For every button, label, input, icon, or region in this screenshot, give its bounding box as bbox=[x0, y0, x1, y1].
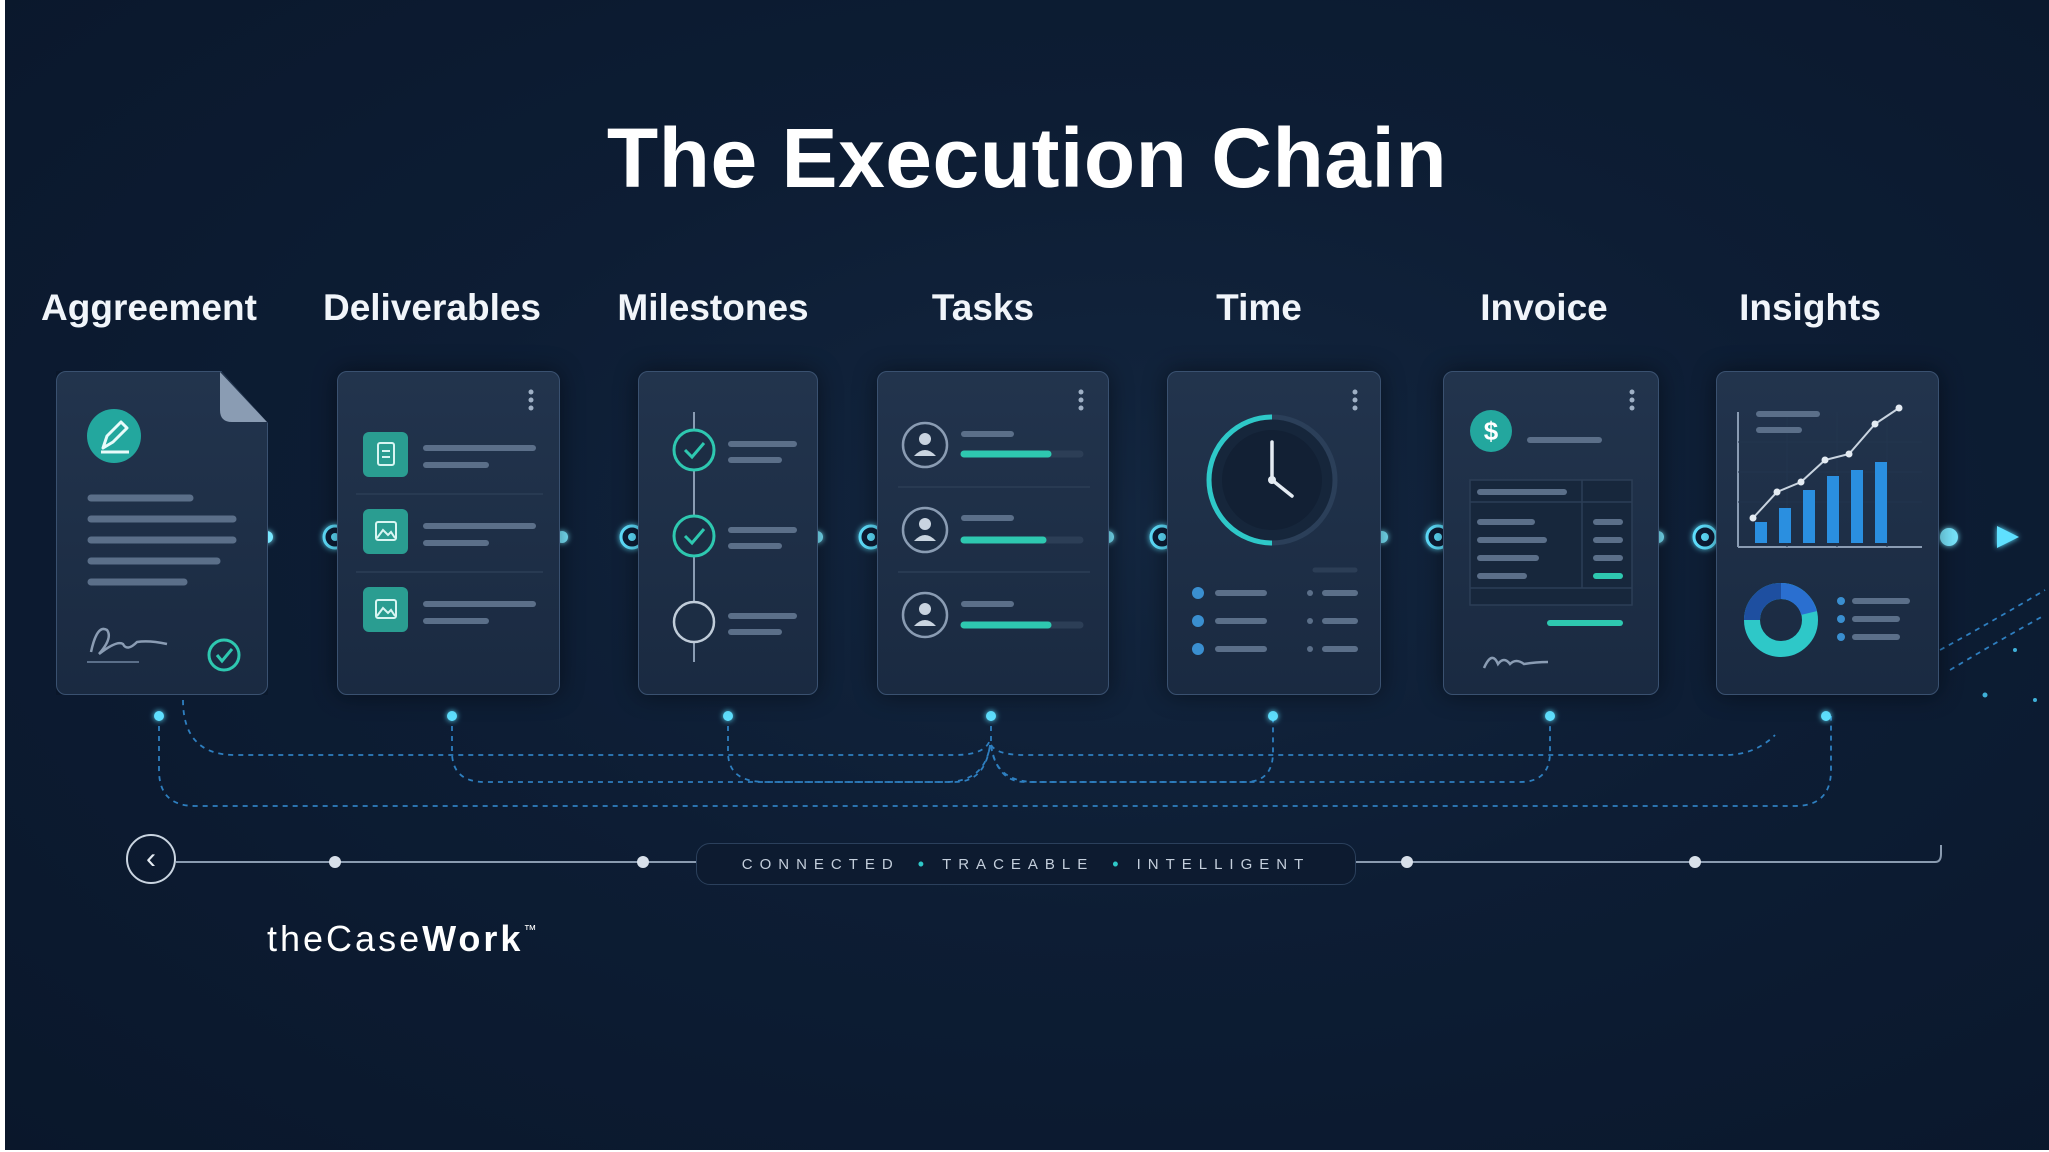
card-tasks bbox=[877, 371, 1109, 695]
brand-prefix: the bbox=[267, 918, 327, 959]
stage-label-agreement: Aggreement bbox=[41, 287, 257, 328]
pen-icon bbox=[87, 409, 141, 463]
tagline-separator-2: • bbox=[1112, 853, 1119, 874]
signature-mark bbox=[89, 627, 168, 655]
card-deliverables bbox=[337, 371, 560, 695]
user-icon bbox=[901, 421, 949, 469]
card-milestones bbox=[638, 371, 818, 695]
dollar-icon: $ bbox=[1470, 410, 1512, 452]
milestone-done-icon-2 bbox=[672, 514, 716, 558]
stage-label-milestones: Milestones bbox=[617, 287, 809, 328]
brand-middle: Case bbox=[326, 918, 423, 959]
milestone-pending-icon bbox=[672, 600, 716, 644]
stage-label-tasks: Tasks bbox=[931, 287, 1035, 328]
tagline-traceable: TRACEABLE bbox=[942, 855, 1095, 873]
donut-chart-icon bbox=[1744, 583, 1818, 657]
tagline-separator: • bbox=[917, 853, 925, 874]
back-button[interactable]: ‹ bbox=[126, 834, 176, 884]
brand-trademark: ™ bbox=[523, 922, 537, 937]
chain-arrow-icon bbox=[1997, 526, 2019, 548]
check-icon bbox=[207, 638, 241, 672]
stage-label-insights: Insights bbox=[1739, 287, 1881, 328]
document-icon bbox=[363, 432, 408, 477]
tagline-intelligent: INTELLIGENT bbox=[1136, 855, 1311, 873]
stage-label-deliverables: Deliverables bbox=[322, 287, 542, 328]
stage-label-time: Time bbox=[1216, 287, 1302, 328]
clock-face-icon bbox=[1206, 414, 1338, 546]
card-insights bbox=[1716, 371, 1939, 695]
card-agreement bbox=[56, 371, 268, 695]
page-title: The Execution Chain bbox=[606, 111, 1448, 205]
brand-logo: theCaseWork™ bbox=[267, 918, 536, 960]
card-invoice: $ bbox=[1443, 371, 1659, 695]
stage-label-invoice: Invoice bbox=[1480, 287, 1608, 328]
brand-bold: Work bbox=[422, 918, 524, 959]
card-time bbox=[1167, 371, 1381, 695]
bar-chart-icon bbox=[1755, 462, 1887, 543]
svg-text:$: $ bbox=[1484, 416, 1499, 446]
tagline-connected: CONNECTED bbox=[741, 855, 900, 873]
image-icon bbox=[363, 509, 408, 554]
user-icon-3 bbox=[901, 591, 949, 639]
signature-mark-2 bbox=[1482, 656, 1549, 669]
diagram-canvas: The Execution Chain Aggreement Deliverab… bbox=[5, 0, 2049, 1152]
image-icon-2 bbox=[363, 587, 408, 632]
chevron-left-icon: ‹ bbox=[146, 842, 156, 875]
milestone-done-icon bbox=[672, 428, 716, 472]
user-icon-2 bbox=[901, 506, 949, 554]
tagline-pill: CONNECTED • TRACEABLE • INTELLIGENT bbox=[696, 843, 1356, 885]
